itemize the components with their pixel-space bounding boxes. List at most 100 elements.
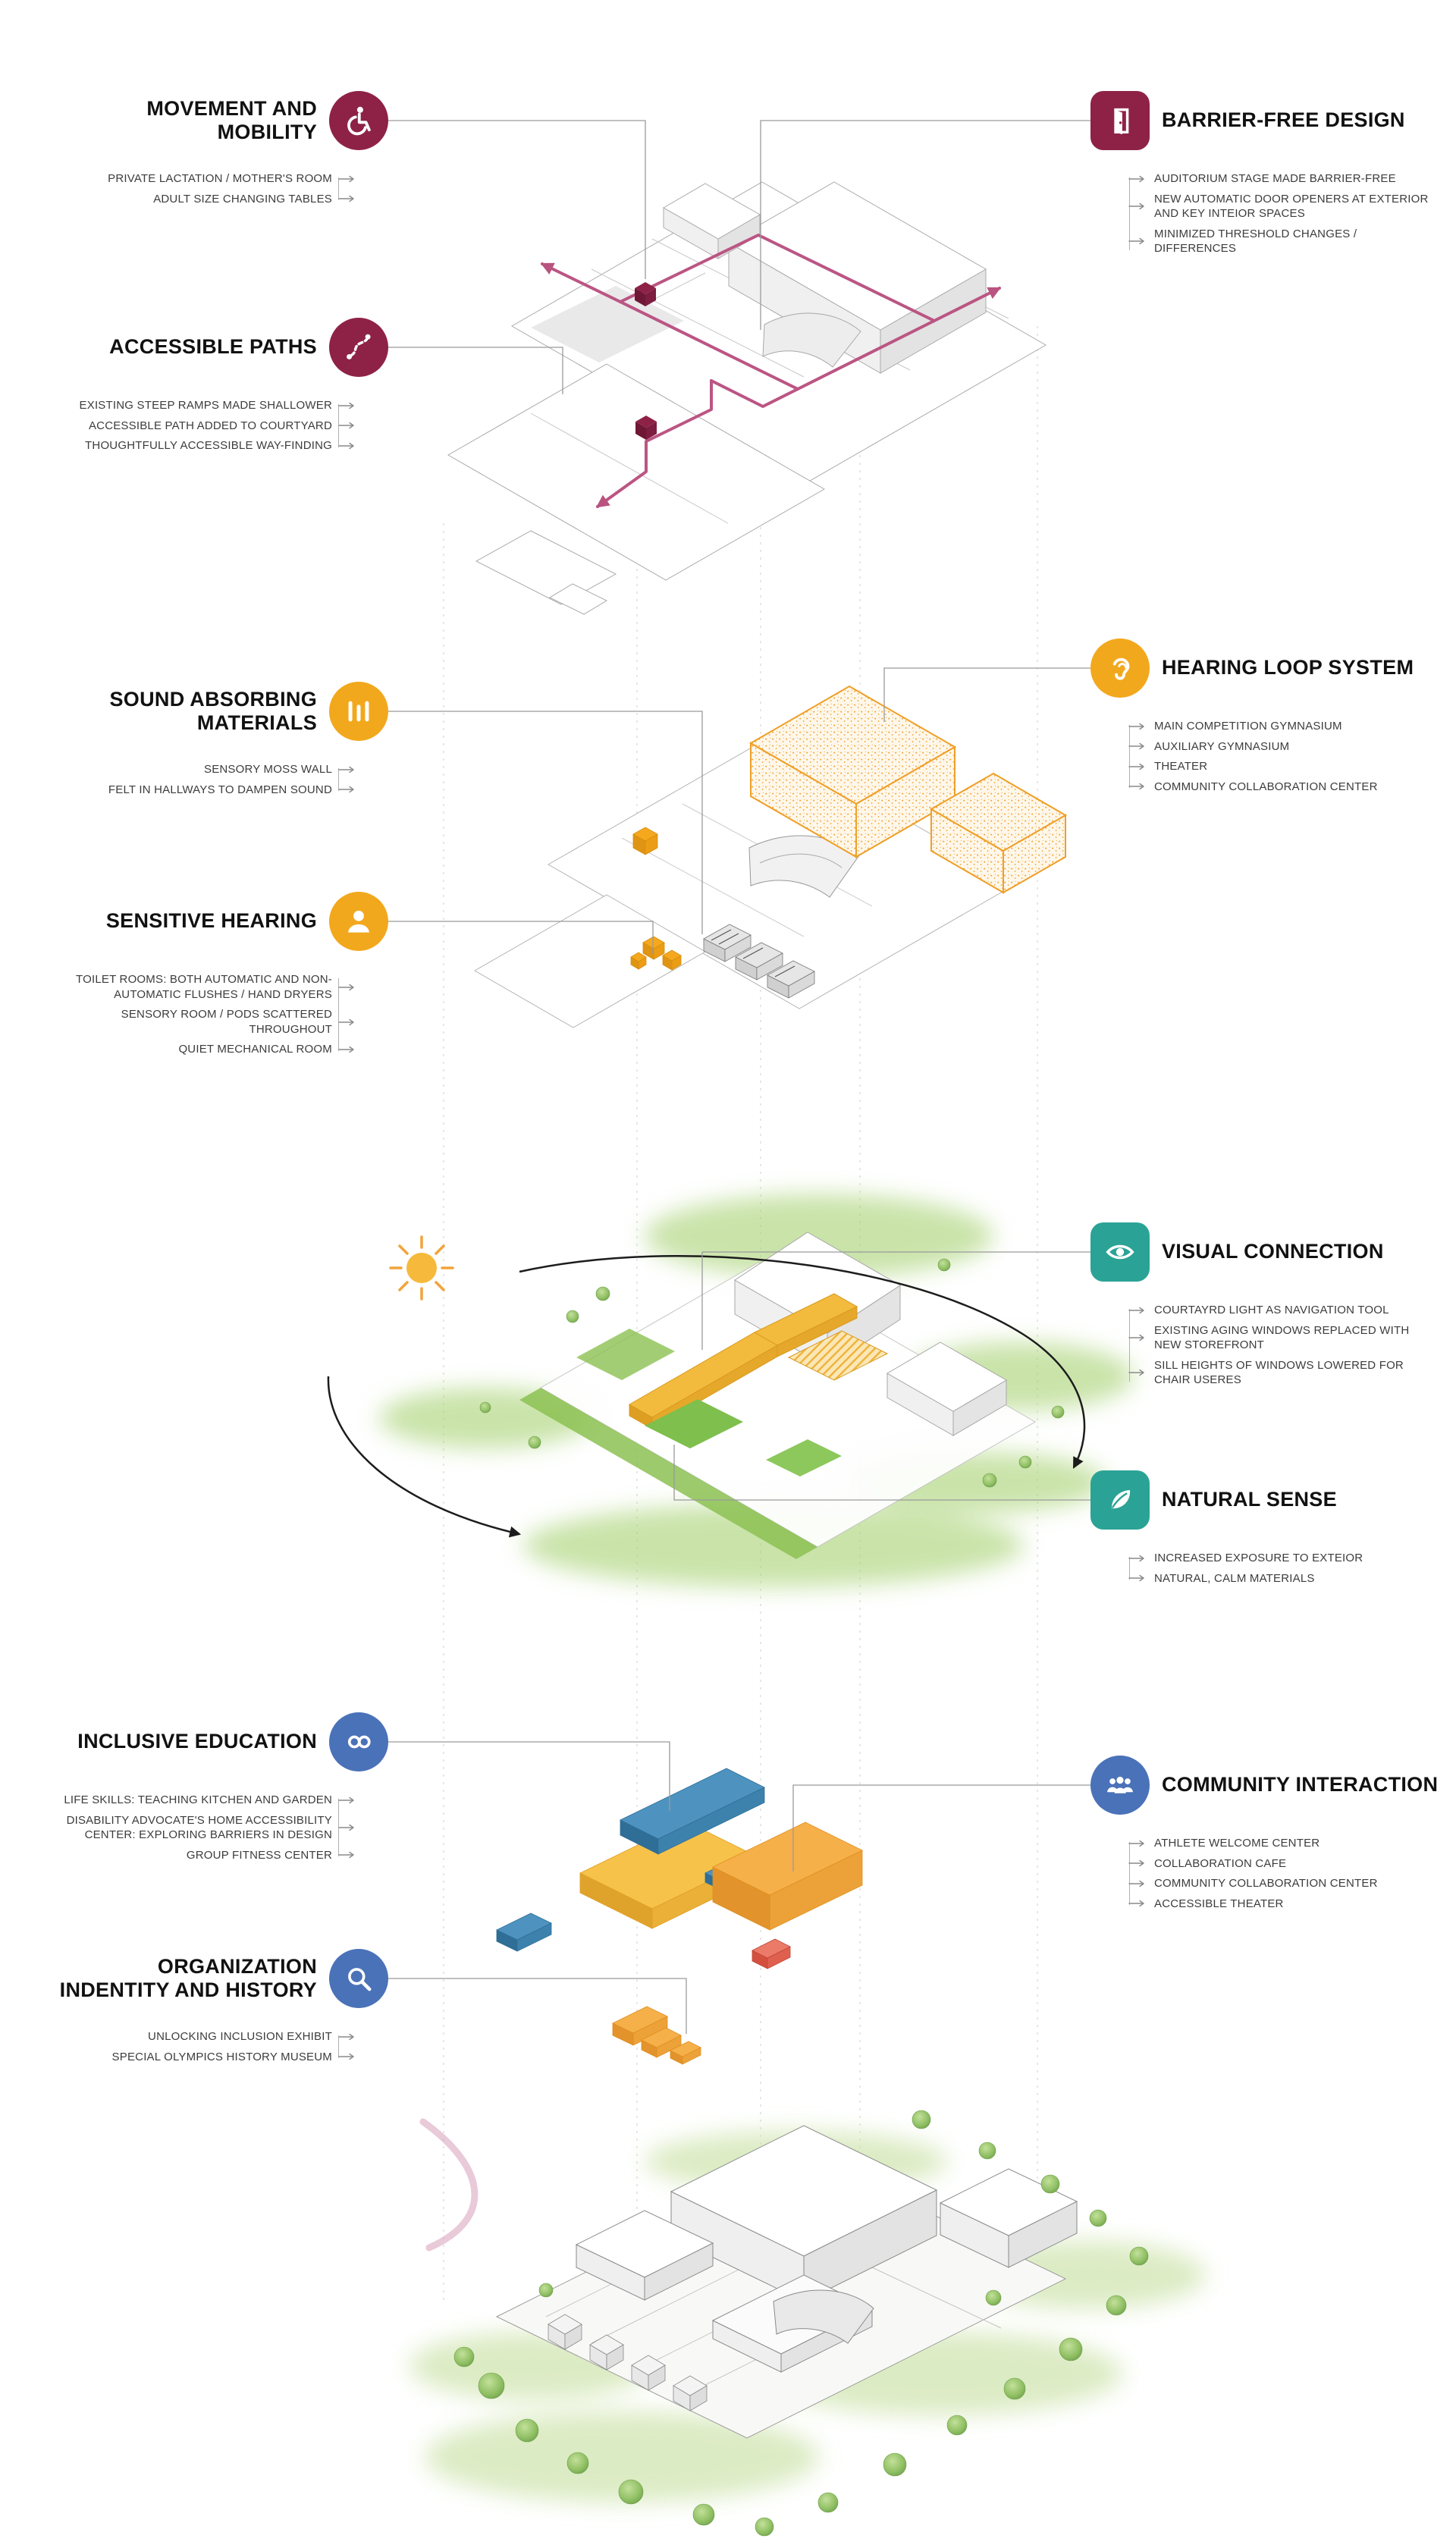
feature-item: SENSORY MOSS WALL <box>204 762 358 777</box>
item-arrow-icon <box>1128 763 1144 770</box>
feature-list: LIFE SKILLS: TEACHING KITCHEN AND GARDEN… <box>55 1793 358 1862</box>
accessible-route-path <box>540 234 1002 508</box>
item-arrow-icon <box>338 422 354 429</box>
group-organization-identity-history: ORGANIZATION INDENTITY AND HISTORY UNLOC… <box>55 1949 388 2064</box>
program-boxes <box>703 924 815 999</box>
person-icon <box>329 892 388 951</box>
feature-item: ATHLETE WELCOME CENTER <box>1128 1836 1320 1851</box>
group-title: VISUAL CONNECTION <box>1162 1240 1384 1263</box>
item-arrow-icon <box>338 1018 354 1025</box>
item-arrow-icon <box>1128 1900 1144 1907</box>
group-movement-and-mobility: MOVEMENT AND MOBILITY PRIVATE LACTATION … <box>55 91 388 206</box>
feature-item: PRIVATE LACTATION / MOTHER'S ROOM <box>108 171 358 187</box>
acoustic-panel-icon <box>329 682 388 741</box>
item-arrow-icon <box>338 984 354 990</box>
feature-list: INCREASED EXPOSURE TO EXTEIOR NATURAL, C… <box>1128 1551 1439 1586</box>
item-arrow-icon <box>338 786 354 793</box>
group-title: HEARING LOOP SYSTEM <box>1162 656 1414 679</box>
leader-lines <box>388 120 1090 2034</box>
feature-list: UNLOCKING INCLUSION EXHIBIT SPECIAL OLYM… <box>55 2029 358 2064</box>
feature-list: SENSORY MOSS WALL FELT IN HALLWAYS TO DA… <box>55 762 358 797</box>
layer-hearing-drawing <box>473 685 1068 1028</box>
feature-list: PRIVATE LACTATION / MOTHER'S ROOM ADULT … <box>55 171 358 206</box>
item-arrow-icon <box>1128 1555 1144 1561</box>
community-box <box>712 1822 863 1931</box>
feature-list: COURTAYRD LIGHT AS NAVIGATION TOOL EXIST… <box>1128 1303 1439 1388</box>
group-title: ACCESSIBLE PATHS <box>109 335 317 359</box>
item-arrow-icon <box>1128 1575 1144 1582</box>
route-icon <box>329 318 388 377</box>
group-accessible-paths: ACCESSIBLE PATHS EXISTING STEEP RAMPS MA… <box>55 318 388 453</box>
item-arrow-icon <box>1128 783 1144 790</box>
group-community-interaction: COMMUNITY INTERACTION ATHLETE WELCOME CE… <box>1090 1756 1439 1911</box>
ear-icon <box>1090 639 1150 698</box>
leaf-icon <box>1090 1470 1150 1530</box>
linked-circles-icon <box>329 1712 388 1771</box>
layer-site-drawing <box>410 2110 1206 2537</box>
magnifier-icon <box>329 1949 388 2008</box>
layer-visual-drawing <box>327 1194 1134 1587</box>
group-sensitive-hearing: SENSITIVE HEARING TOILET ROOMS: BOTH AUT… <box>55 892 388 1057</box>
elevator-cube <box>635 282 657 440</box>
eye-icon <box>1090 1222 1150 1282</box>
group-title: NATURAL SENSE <box>1162 1488 1337 1511</box>
item-arrow-icon <box>1128 1334 1144 1341</box>
item-arrow-icon <box>1128 175 1144 182</box>
feature-list: ATHLETE WELCOME CENTER COLLABORATION CAF… <box>1128 1836 1439 1911</box>
group-barrier-free-design: BARRIER-FREE DESIGN AUDITORIUM STAGE MAD… <box>1090 91 1439 256</box>
item-arrow-icon <box>1128 743 1144 750</box>
feature-list: MAIN COMPETITION GYMNASIUM AUXILIARY GYM… <box>1128 719 1439 794</box>
hearing-loop-gym-box <box>748 685 1068 894</box>
item-arrow-icon <box>338 1796 354 1803</box>
feature-item: COMMUNITY COLLABORATION CENTER <box>1128 1876 1378 1891</box>
history-boxes <box>612 2006 701 2065</box>
item-arrow-icon <box>1128 202 1144 210</box>
group-visual-connection: VISUAL CONNECTION COURTAYRD LIGHT AS NAV… <box>1090 1222 1439 1388</box>
feature-item: AUXILIARY GYMNASIUM <box>1128 739 1289 755</box>
feature-item: NEW AUTOMATIC DOOR OPENERS AT EXTERIOR A… <box>1128 192 1439 221</box>
feature-item: ACCESSIBLE THEATER <box>1128 1897 1284 1912</box>
group-title: COMMUNITY INTERACTION <box>1162 1773 1439 1796</box>
layer-movement-drawing <box>447 181 1047 615</box>
group-hearing-loop-system: HEARING LOOP SYSTEM MAIN COMPETITION GYM… <box>1090 639 1439 794</box>
feature-item: SENSORY ROOM / PODS SCATTERED THROUGHOUT <box>55 1007 358 1037</box>
sun-icon <box>389 1235 454 1301</box>
layer-program-drawing <box>496 1768 863 2065</box>
feature-item: SILL HEIGHTS OF WINDOWS LOWERED FOR CHAI… <box>1128 1358 1439 1388</box>
feature-item: FELT IN HALLWAYS TO DAMPEN SOUND <box>108 783 358 798</box>
group-title: ORGANIZATION INDENTITY AND HISTORY <box>59 1954 317 2001</box>
item-arrow-icon <box>338 1824 354 1831</box>
daylight-corridor <box>628 1293 889 1429</box>
feature-list: AUDITORIUM STAGE MADE BARRIER-FREE NEW A… <box>1128 171 1439 256</box>
people-group-icon <box>1090 1756 1150 1815</box>
feature-item: EXISTING AGING WINDOWS REPLACED WITH NEW… <box>1128 1323 1439 1353</box>
item-arrow-icon <box>338 402 354 409</box>
item-arrow-icon <box>338 2054 354 2060</box>
feature-item: SPECIAL OLYMPICS HISTORY MUSEUM <box>112 2050 358 2065</box>
feature-list: EXISTING STEEP RAMPS MADE SHALLOWER ACCE… <box>55 398 358 453</box>
site-trees <box>453 2110 1149 2537</box>
feature-item: GROUP FITNESS CENTER <box>187 1848 358 1863</box>
feature-item: MAIN COMPETITION GYMNASIUM <box>1128 719 1342 734</box>
item-arrow-icon <box>338 2033 354 2040</box>
item-arrow-icon <box>1128 1860 1144 1867</box>
feature-item: ACCESSIBLE PATH ADDED TO COURTYARD <box>89 419 358 434</box>
item-arrow-icon <box>338 766 354 773</box>
feature-item: THEATER <box>1128 759 1207 774</box>
feature-item: DISABILITY ADVOCATE'S HOME ACCESSIBILITY… <box>55 1813 358 1843</box>
item-arrow-icon <box>338 442 354 449</box>
group-natural-sense: NATURAL SENSE INCREASED EXPOSURE TO EXTE… <box>1090 1470 1439 1586</box>
feature-item: COURTAYRD LIGHT AS NAVIGATION TOOL <box>1128 1303 1389 1318</box>
item-arrow-icon <box>338 1852 354 1859</box>
feature-item: ADULT SIZE CHANGING TABLES <box>153 192 358 207</box>
item-arrow-icon <box>338 1046 354 1053</box>
feature-item: LIFE SKILLS: TEACHING KITCHEN AND GARDEN <box>64 1793 358 1808</box>
group-title: SENSITIVE HEARING <box>105 909 317 933</box>
feature-item: AUDITORIUM STAGE MADE BARRIER-FREE <box>1128 171 1396 187</box>
feature-item: NATURAL, CALM MATERIALS <box>1128 1571 1315 1586</box>
group-sound-absorbing-materials: SOUND ABSORBING MATERIALS SENSORY MOSS W… <box>55 682 388 797</box>
group-title: SOUND ABSORBING MATERIALS <box>109 687 317 734</box>
group-title: MOVEMENT AND MOBILITY <box>146 96 317 143</box>
